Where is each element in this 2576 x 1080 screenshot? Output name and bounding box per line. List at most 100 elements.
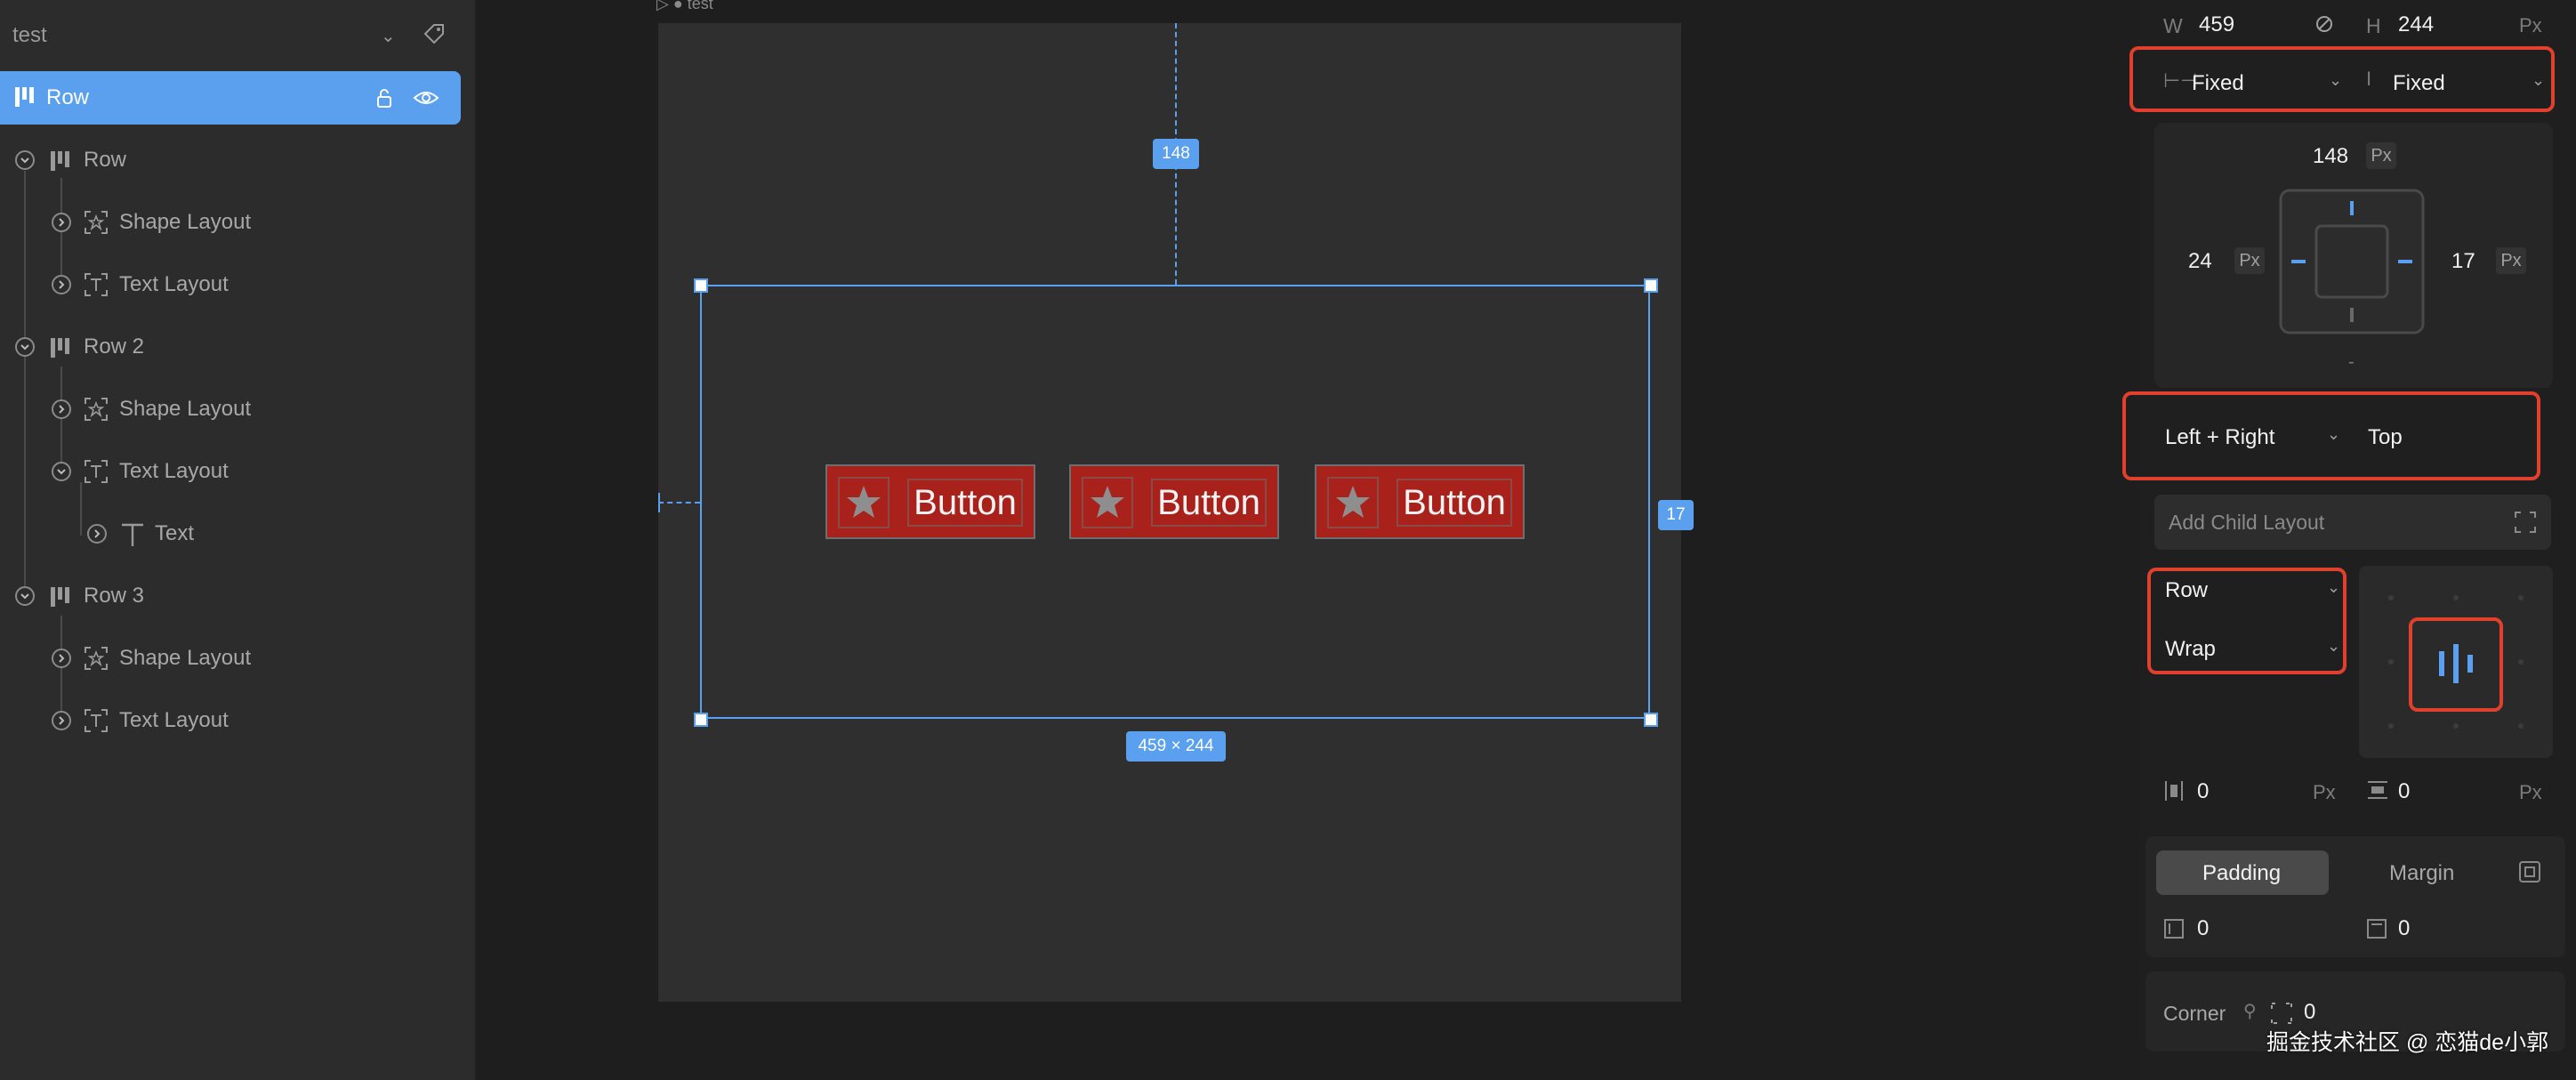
expand-icon[interactable] — [2514, 511, 2537, 534]
align-center-icon[interactable] — [2435, 642, 2476, 685]
eye-icon[interactable] — [413, 87, 439, 109]
layer-row[interactable]: Row 3 — [0, 569, 461, 623]
layer-label: Shape Layout — [119, 646, 252, 670]
canvas-button[interactable]: Button — [1315, 464, 1525, 539]
collapse-toggle-icon[interactable] — [52, 462, 71, 481]
layer-label: Text Layout — [119, 272, 229, 296]
row-layout-icon — [51, 151, 69, 171]
collapse-toggle-icon[interactable] — [15, 337, 35, 357]
highlight-box — [2129, 46, 2555, 112]
horizontal-gap-icon — [2165, 781, 2183, 801]
layer-label: Text Layout — [119, 459, 229, 483]
expand-toggle-icon[interactable] — [52, 711, 71, 730]
constraint-left-value[interactable]: 24 — [2188, 249, 2212, 273]
chevron-down-icon[interactable]: ⌄ — [2532, 71, 2546, 89]
layer-label: Text Layout — [119, 708, 229, 732]
corner-card — [2145, 971, 2565, 1052]
tree-connector — [80, 482, 82, 536]
resize-handle-top-right[interactable] — [1644, 278, 1658, 293]
tab-padding-label: Padding — [2202, 861, 2282, 885]
expand-toggle-icon[interactable] — [87, 524, 107, 544]
chevron-down-icon[interactable]: ⌄ — [2327, 578, 2341, 596]
guide-tick — [658, 493, 660, 512]
constraint-bottom-value[interactable]: - — [2348, 352, 2355, 372]
layer-row[interactable]: Shape Layout — [0, 383, 461, 436]
row-layout-icon — [51, 338, 69, 358]
layer-row[interactable]: Text — [0, 507, 461, 560]
wrap-select[interactable]: Wrap — [2165, 637, 2216, 661]
gap-y-input[interactable]: 0 — [2398, 779, 2411, 803]
shape-layout-icon — [85, 398, 108, 421]
chevron-down-icon[interactable]: ⌄ — [2327, 637, 2341, 655]
unit-label[interactable]: Px — [2519, 781, 2542, 803]
star-icon — [838, 477, 890, 528]
left-distance-guide — [658, 502, 700, 504]
height-input[interactable]: 244 — [2398, 12, 2435, 36]
collapse-toggle-icon[interactable] — [15, 150, 35, 170]
expand-toggle-icon[interactable] — [52, 649, 71, 668]
canvas-button[interactable]: Button — [1069, 464, 1279, 539]
add-child-layout-field[interactable] — [2154, 495, 2551, 550]
layer-row[interactable]: Shape Layout — [0, 632, 461, 685]
unit-badge[interactable]: Px — [2234, 247, 2265, 274]
shape-layout-icon — [85, 211, 108, 234]
tab-padding[interactable] — [2156, 850, 2329, 895]
canvas-button[interactable]: Button — [825, 464, 1035, 539]
layer-label: Row 3 — [84, 584, 145, 608]
document-title: test — [12, 23, 47, 47]
button-label: Button — [907, 479, 1023, 527]
button-label: Button — [1151, 479, 1267, 527]
horizontal-constraint-select[interactable]: Left + Right — [2165, 425, 2275, 449]
text-layout-icon — [85, 460, 108, 483]
unit-label[interactable]: Px — [2519, 14, 2542, 36]
layer-row[interactable]: Shape Layout — [0, 196, 461, 249]
tab-margin[interactable]: Margin — [2389, 861, 2455, 885]
tag-icon[interactable] — [422, 21, 447, 46]
right-distance-badge: 17 — [1658, 500, 1694, 530]
unit-badge[interactable]: Px — [2366, 142, 2396, 169]
alignment-dots[interactable] — [2359, 566, 2553, 758]
direction-select[interactable]: Row — [2165, 578, 2209, 602]
unit-badge[interactable]: Px — [2496, 247, 2526, 274]
row-layout-icon — [15, 87, 34, 107]
expand-toggle-icon[interactable] — [52, 213, 71, 232]
width-mode-select[interactable]: Fixed — [2192, 71, 2244, 95]
layer-row[interactable]: Text Layout — [0, 694, 461, 747]
collapse-toggle-icon[interactable] — [15, 586, 35, 606]
unlock-icon[interactable] — [374, 87, 395, 109]
padding-y-input[interactable]: 0 — [2398, 916, 2411, 940]
document-header[interactable]: test ⌄ — [0, 12, 475, 62]
unit-label[interactable]: Px — [2313, 781, 2336, 803]
expand-toggle-icon[interactable] — [52, 275, 71, 294]
layers-panel: test ⌄ Row Row — [0, 0, 477, 1080]
layer-row[interactable]: Row — [0, 133, 461, 187]
selection-frame[interactable] — [700, 285, 1650, 719]
constraint-right-value[interactable]: 17 — [2451, 249, 2475, 273]
layer-row[interactable]: Row 2 — [0, 320, 461, 374]
resize-handle-bottom-left[interactable] — [694, 713, 708, 727]
tree-connector — [24, 171, 26, 600]
layer-row[interactable]: Text Layout — [0, 445, 461, 498]
width-input[interactable]: 459 — [2199, 12, 2235, 36]
constraint-top-value[interactable]: 148 — [2313, 144, 2349, 168]
height-mode-select[interactable]: Fixed — [2393, 71, 2445, 95]
padding-x-input[interactable]: 0 — [2197, 916, 2210, 940]
vertical-constraint-select[interactable]: Top — [2368, 425, 2403, 449]
gap-x-input[interactable]: 0 — [2197, 779, 2210, 803]
tree-connector — [60, 616, 62, 722]
layer-row-selected[interactable]: Row — [0, 71, 461, 125]
corner-input[interactable]: 0 — [2304, 1000, 2316, 1024]
expand-toggle-icon[interactable] — [52, 399, 71, 419]
chevron-down-icon[interactable]: ⌄ — [2329, 71, 2343, 89]
resize-handle-bottom-right[interactable] — [1644, 713, 1658, 727]
link-icon[interactable]: ⚲ — [2243, 1002, 2257, 1021]
constraints-widget[interactable] — [2279, 189, 2425, 334]
layer-row[interactable]: Text Layout — [0, 258, 461, 311]
play-icon[interactable]: ▷ ● — [656, 0, 683, 12]
chevron-down-icon[interactable]: ⌄ — [381, 27, 396, 46]
chevron-down-icon[interactable]: ⌄ — [2327, 425, 2341, 443]
spacing-mode-icon[interactable] — [2517, 859, 2542, 884]
aspect-ratio-lock-icon[interactable] — [2314, 14, 2334, 34]
resize-handle-top-left[interactable] — [694, 278, 708, 293]
frame-label[interactable]: ▷ ● test — [656, 0, 713, 13]
